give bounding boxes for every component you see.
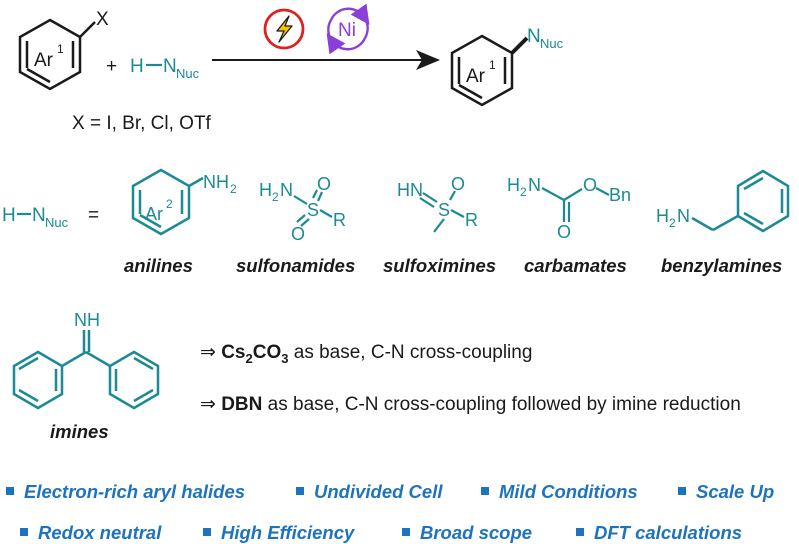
feature-broad-scope: Broad scope	[402, 522, 532, 544]
feature-scale-up: Scale Up	[678, 481, 774, 503]
reagent-co: CO	[252, 342, 282, 363]
carbamate-o-carbonyl: O	[557, 222, 571, 242]
sulfonamide-r: R	[333, 210, 346, 230]
aniline-structure	[131, 168, 204, 236]
nickel-cycle-icon	[326, 3, 370, 55]
bullet-square-icon	[678, 487, 686, 495]
feature-redox-neutral: Redox neutral	[20, 522, 161, 544]
aniline-ar-main: Ar	[145, 204, 163, 224]
imine-structure	[12, 330, 160, 410]
carbamate-bonds	[541, 187, 610, 222]
nucleophile-n: N	[163, 56, 177, 77]
bullet-square-icon	[20, 528, 28, 536]
bullet-square-icon	[6, 487, 14, 495]
condition-arrow: ⇒	[200, 394, 216, 415]
nucleophile-h: H	[130, 56, 144, 77]
feature-high-efficiency: High Efficiency	[203, 522, 354, 544]
imine-nh: NH	[74, 310, 100, 330]
feature-undivided-cell: Undivided Cell	[296, 481, 443, 503]
condition-arrow: ⇒	[200, 342, 216, 363]
aniline-nh-sub: 2	[230, 182, 237, 196]
sulfonamide-o-bottom: O	[291, 224, 305, 244]
def-h: H	[2, 205, 16, 226]
aryl-halide-structure	[18, 18, 96, 91]
sulfonamide-s: S	[307, 200, 319, 220]
ar1-label-main: Ar	[34, 50, 54, 71]
bullet-square-icon	[576, 528, 584, 536]
feature-mild-conditions: Mild Conditions	[481, 481, 638, 503]
lightning-bolt-icon	[263, 8, 305, 50]
feature-dft-calculations: DFT calculations	[576, 522, 742, 544]
condition-text: as base, C-N cross-coupling followed by …	[262, 394, 741, 415]
condition-cs2co3: ⇒ Cs2CO3 as base, C-N cross-coupling	[200, 341, 532, 366]
bullet-square-icon	[203, 528, 211, 536]
label-carbamates: carbamates	[524, 255, 627, 276]
product-ar1-main: Ar	[466, 66, 486, 87]
def-n: N	[32, 205, 46, 226]
sulfonamide-h-sub: 2	[272, 190, 279, 204]
benzylamine-h-sub: 2	[669, 216, 676, 230]
reagent-sub-2: 2	[245, 350, 253, 366]
sulfoximine-s: S	[438, 200, 450, 220]
benzylamine-n: N	[677, 206, 690, 226]
product-ar1-sup: 1	[489, 58, 496, 72]
product-bond-bold	[510, 36, 529, 55]
carbamate-h-sub: 2	[520, 185, 527, 199]
bullet-square-icon	[481, 487, 489, 495]
sulfoximine-o: O	[451, 174, 465, 194]
label-sulfoximines: sulfoximines	[383, 255, 496, 276]
reagent-cs2co3: Cs2CO3	[221, 342, 289, 366]
sulfonamide-o-top: O	[317, 174, 331, 194]
feature-label: Mild Conditions	[499, 481, 638, 502]
sulfonamide-h: H	[259, 180, 272, 200]
feature-electron-rich: Electron-rich aryl halides	[6, 481, 245, 503]
label-benzylamines: benzylamines	[661, 255, 782, 276]
condition-dbn: ⇒ DBN as base, C-N cross-coupling follow…	[200, 393, 741, 416]
bullet-square-icon	[402, 528, 410, 536]
substituent-x: X	[96, 9, 109, 30]
product-sub: Nuc	[540, 36, 564, 51]
carbamate-o-ether: O	[583, 175, 597, 195]
feature-label: Redox neutral	[38, 522, 162, 543]
feature-label: Electron-rich aryl halides	[24, 481, 246, 502]
ni-label: Ni	[338, 20, 356, 41]
sulfoximine-hn: HN	[397, 180, 423, 200]
x-definition: X = I, Br, Cl, OTf	[72, 113, 212, 134]
sulfonamide-n: N	[280, 180, 293, 200]
feature-label: DFT calculations	[594, 522, 743, 543]
feature-label: Broad scope	[420, 522, 533, 543]
aniline-ar-sup: 2	[166, 197, 173, 211]
label-sulfonamides: sulfonamides	[236, 255, 355, 276]
feature-label: High Efficiency	[221, 522, 355, 543]
reagent-sub-3: 3	[281, 350, 289, 366]
label-anilines: anilines	[124, 255, 193, 276]
nucleophile-sub: Nuc	[176, 66, 200, 81]
sulfoximine-bonds	[419, 190, 465, 233]
carbamate-bn: Bn	[609, 185, 631, 205]
reagent-cs: Cs	[221, 342, 246, 363]
aniline-nh: NH	[203, 172, 229, 192]
bullet-square-icon	[296, 487, 304, 495]
label-imines: imines	[50, 421, 109, 442]
plus-sign: +	[106, 56, 117, 77]
feature-label: Undivided Cell	[314, 481, 443, 502]
feature-label: Scale Up	[696, 481, 775, 502]
product-n: N	[527, 26, 541, 47]
carbamate-n: N	[528, 175, 541, 195]
carbamate-h: H	[507, 175, 520, 195]
benzylamine-bonds	[691, 169, 790, 233]
def-equals: =	[88, 205, 99, 226]
ar1-label-sup: 1	[57, 42, 64, 56]
benzylamine-h: H	[656, 206, 669, 226]
sulfoximine-r: R	[465, 210, 478, 230]
reagent-dbn: DBN	[221, 394, 263, 415]
condition-text: as base, C-N cross-coupling	[288, 342, 533, 363]
sulfonamide-bonds	[293, 189, 333, 227]
def-sub: Nuc	[45, 215, 69, 230]
